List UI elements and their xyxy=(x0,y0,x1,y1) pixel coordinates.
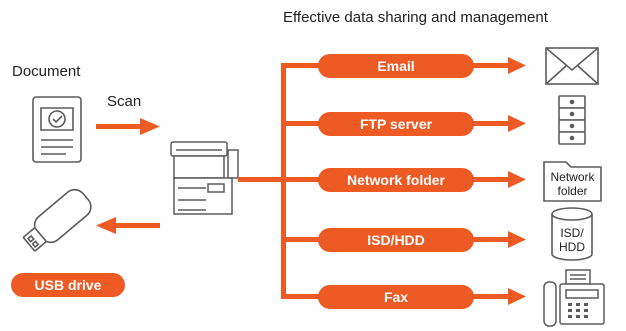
envelope-icon xyxy=(545,47,599,85)
network-folder-icon: Network folder xyxy=(543,161,602,202)
document-icon xyxy=(32,96,82,163)
destination-label-email: Email xyxy=(377,58,414,74)
storage-drum-icon-text-line2: HDD xyxy=(559,240,585,254)
usb-drive-badge: USB drive xyxy=(11,273,125,297)
scan-label: Scan xyxy=(107,93,142,110)
network-folder-icon-text-line2: folder xyxy=(557,184,587,198)
destination-fax: Fax xyxy=(318,285,474,309)
usb-arrow xyxy=(96,217,160,234)
destination-email: Email xyxy=(318,54,474,78)
destination-label-isd-hdd: ISD/HDD xyxy=(367,232,425,248)
mfp-printer-icon xyxy=(170,141,239,215)
destination-ftp-server: FTP server xyxy=(318,112,474,136)
destination-isd-hdd: ISD/HDD xyxy=(318,228,474,252)
destination-label-network-folder: Network folder xyxy=(347,172,446,188)
usb-drive-icon xyxy=(22,188,92,252)
diagram-heading: Effective data sharing and management xyxy=(283,9,548,26)
usb-drive-label: USB drive xyxy=(35,277,102,293)
document-label: Document xyxy=(12,63,81,80)
server-icon xyxy=(558,95,586,145)
destination-network-folder: Network folder xyxy=(318,168,474,192)
destination-label-fax: Fax xyxy=(384,289,408,305)
network-folder-icon-text-line1: Network xyxy=(550,170,595,184)
destination-label-ftp-server: FTP server xyxy=(360,116,433,132)
connector-trunk xyxy=(238,63,286,299)
storage-drum-icon: ISD/ HDD xyxy=(551,207,593,261)
scan-arrow xyxy=(96,118,160,135)
storage-drum-icon-text-line1: ISD/ xyxy=(560,226,584,240)
fax-machine-icon xyxy=(543,269,605,327)
